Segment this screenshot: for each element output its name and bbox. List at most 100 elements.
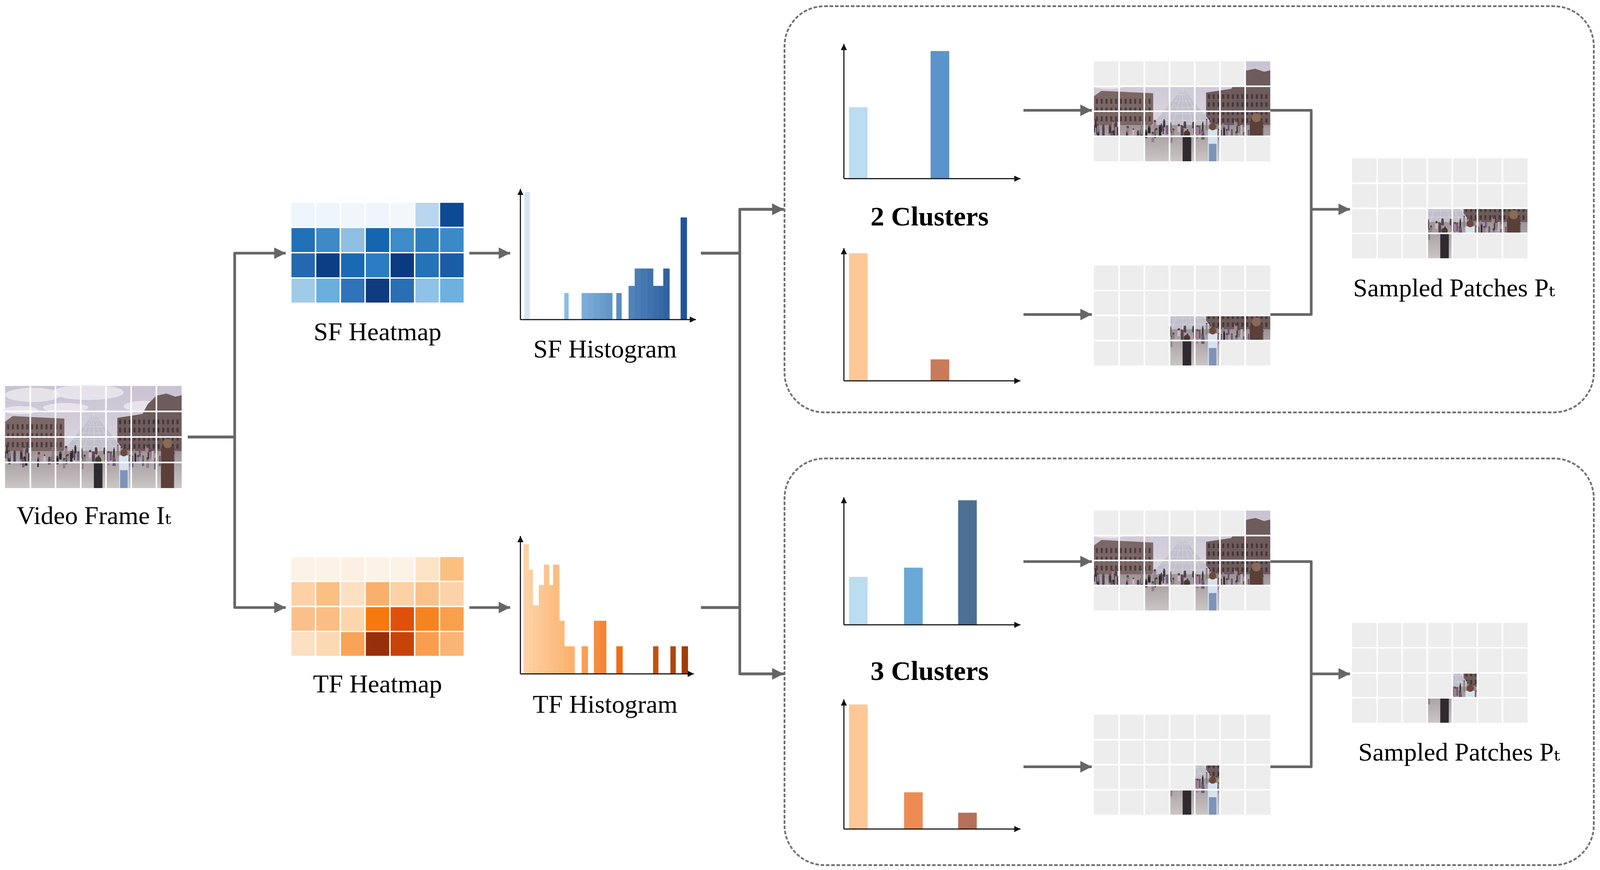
illustration-rect: [1097, 780, 1100, 787]
illustration-rect: [1522, 191, 1525, 196]
illustration-rect: [1093, 324, 1097, 330]
illustration-rect: [1240, 777, 1242, 788]
illustration-rect: [1136, 785, 1140, 792]
illustration-circle: [1484, 217, 1487, 220]
illustration-rect: [1507, 218, 1520, 259]
illustration-rect: [1440, 233, 1449, 259]
illustration-rect: [1441, 220, 1445, 225]
illustration-rect: [1236, 94, 1239, 99]
illustration-polygon: [1205, 68, 1271, 127]
illustration-circle: [1236, 775, 1240, 778]
illustration-circle: [1428, 692, 1430, 695]
illustration-rect: [1236, 102, 1239, 107]
illustration-rect: [1251, 102, 1254, 107]
illustration-circle: [1183, 774, 1187, 777]
illustration-circle: [1370, 217, 1372, 220]
illustration-rect: [1217, 298, 1220, 303]
illustration-rect: [6, 445, 8, 454]
illustration-rect: [1095, 320, 1098, 325]
illustration-circle: [1163, 323, 1165, 325]
video-frame-patches: [1349, 156, 1528, 259]
illustration-rect: [1241, 102, 1244, 107]
illustration-rect: [1119, 320, 1122, 325]
illustration-rect: [1503, 191, 1506, 196]
illustration-rect: [1183, 327, 1187, 333]
illustration-rect: [1260, 94, 1263, 99]
illustration-circle: [1144, 333, 1148, 336]
illustration-rect: [35, 441, 39, 448]
illustration-rect: [1222, 94, 1225, 99]
illustration-polygon: [1150, 741, 1215, 780]
illustration-rect: [1171, 579, 1175, 584]
illustration-rect: [1254, 775, 1258, 781]
illustration-circle: [1423, 686, 1426, 689]
illustration-rect: [1227, 298, 1230, 303]
illustration-circle: [1249, 776, 1252, 779]
illustration-circle: [1102, 573, 1105, 576]
illustration-rect: [1453, 223, 1457, 231]
illustration-circle: [1160, 123, 1163, 125]
illustration-rect: [138, 427, 141, 433]
illustration-circle: [65, 445, 68, 448]
illustration-rect: [1105, 547, 1108, 553]
illustration-ellipse: [5, 387, 61, 402]
illustration-circle: [1205, 771, 1208, 773]
illustration-rect: [1223, 127, 1226, 137]
illustration-rect: [1441, 684, 1445, 690]
illustration-circle: [1201, 570, 1204, 572]
illustration-rect: [1265, 94, 1268, 99]
illustration-circle: [81, 456, 84, 459]
illustration-circle: [158, 455, 161, 457]
illustration-rect: [1370, 686, 1373, 692]
illustration-rect: [52, 446, 54, 457]
illustration-rect: [1115, 122, 1117, 127]
illustration-rect: [1110, 565, 1113, 571]
illustration-line: [1093, 314, 1271, 317]
illustration-circle: [1254, 780, 1256, 782]
illustration-circle: [1115, 120, 1117, 123]
illustration-rect: [1246, 567, 1249, 572]
illustration-circle: [1170, 131, 1173, 133]
illustration-rect: [35, 424, 39, 430]
illustration-circle: [1177, 123, 1181, 127]
illustration-rect: [26, 441, 29, 448]
illustration-circle: [1234, 323, 1237, 326]
illustration-circle: [142, 455, 144, 457]
illustration-circle: [1366, 228, 1369, 231]
illustration-rect: [1227, 94, 1230, 99]
illustration-rect: [1217, 102, 1220, 107]
illustration-rect: [1093, 61, 1271, 162]
illustration-rect: [1129, 98, 1132, 104]
illustration-line: [1093, 559, 1271, 562]
illustration-circle: [1181, 780, 1184, 783]
illustration-rect: [1358, 677, 1361, 683]
illustration-circle: [1508, 210, 1518, 220]
illustration-rect: [1221, 776, 1224, 783]
illustration-rect: [1129, 116, 1132, 122]
illustration-circle: [1261, 778, 1264, 781]
illustration-rect: [147, 419, 151, 424]
illustration-rect: [146, 459, 149, 468]
illustration-rect: [1479, 191, 1482, 196]
illustration-rect: [1105, 751, 1108, 757]
illustration-circle: [1147, 574, 1151, 577]
illustration-rect: [1112, 121, 1115, 131]
illustration-rect: [1230, 579, 1233, 589]
illustration-rect: [1183, 571, 1187, 577]
illustration-rect: [1101, 779, 1105, 789]
illustration-circle: [1354, 220, 1357, 223]
illustration-rect: [1162, 330, 1164, 339]
illustration-circle: [146, 445, 149, 448]
illustration-rect: [1394, 229, 1398, 236]
illustration-rect: [107, 452, 110, 460]
illustration-rect: [1352, 221, 1528, 259]
illustration-rect: [148, 451, 151, 459]
illustration-rect: [16, 441, 20, 448]
illustration-rect: [1196, 780, 1199, 788]
illustration-circle: [1201, 781, 1205, 785]
illustration-rect: [1241, 298, 1244, 303]
illustration-rect: [1162, 334, 1165, 340]
illustration-circle: [1222, 121, 1224, 124]
illustration-rect: [1166, 575, 1168, 584]
illustration-rect: [1498, 686, 1500, 696]
